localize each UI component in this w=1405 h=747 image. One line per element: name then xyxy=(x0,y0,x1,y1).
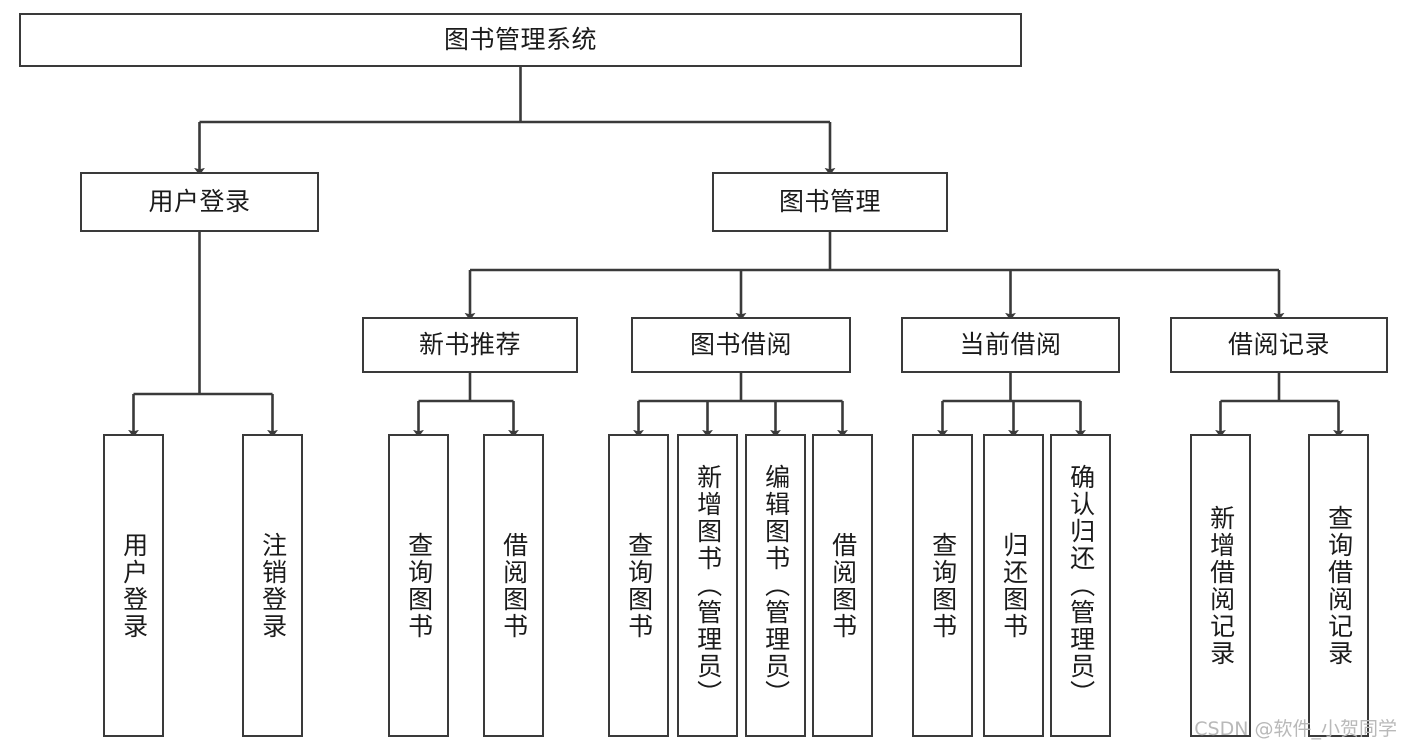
node-label: 图书借阅 xyxy=(689,330,792,360)
node-leaf-new-1[interactable]: 查询图书 xyxy=(388,434,449,737)
node-current[interactable]: 当前借阅 xyxy=(901,317,1120,373)
node-leaf-cur-1[interactable]: 查询图书 xyxy=(912,434,973,737)
node-borrow[interactable]: 图书借阅 xyxy=(631,317,851,373)
node-leaf-new-2[interactable]: 借阅图书 xyxy=(483,434,544,737)
node-leaf-login-2[interactable]: 注销登录 xyxy=(242,434,303,737)
node-label: 确认归还（管理员） xyxy=(1066,464,1096,707)
node-label: 用户登录 xyxy=(119,531,149,640)
node-leaf-bor-4[interactable]: 借阅图书 xyxy=(812,434,873,737)
node-label: 图书管理 xyxy=(778,187,881,217)
node-label: 借阅记录 xyxy=(1227,330,1330,360)
node-newbook[interactable]: 新书推荐 xyxy=(362,317,578,373)
node-leaf-login-1[interactable]: 用户登录 xyxy=(103,434,164,737)
node-label: 查询图书 xyxy=(404,531,434,640)
node-leaf-cur-2[interactable]: 归还图书 xyxy=(983,434,1044,737)
node-leaf-rec-1[interactable]: 新增借阅记录 xyxy=(1190,434,1251,737)
node-label: 编辑图书（管理员） xyxy=(761,464,791,707)
node-leaf-cur-3[interactable]: 确认归还（管理员） xyxy=(1050,434,1111,737)
node-label: 查询借阅记录 xyxy=(1324,504,1354,667)
node-label: 新增图书（管理员） xyxy=(693,464,723,707)
node-label: 借阅图书 xyxy=(499,531,529,640)
node-label: 注销登录 xyxy=(258,531,288,640)
node-bookmgmt[interactable]: 图书管理 xyxy=(712,172,948,232)
node-leaf-rec-2[interactable]: 查询借阅记录 xyxy=(1308,434,1369,737)
csdn-watermark: CSDN @软件_小贺同学 xyxy=(1194,718,1397,740)
node-leaf-bor-3[interactable]: 编辑图书（管理员） xyxy=(745,434,806,737)
node-label: 新书推荐 xyxy=(418,330,521,360)
node-label: 归还图书 xyxy=(999,531,1029,640)
node-label: 图书管理系统 xyxy=(443,25,597,55)
node-label: 借阅图书 xyxy=(828,531,858,640)
node-label: 当前借阅 xyxy=(959,330,1062,360)
node-login[interactable]: 用户登录 xyxy=(80,172,319,232)
node-label: 查询图书 xyxy=(624,531,654,640)
node-leaf-bor-1[interactable]: 查询图书 xyxy=(608,434,669,737)
node-label: 新增借阅记录 xyxy=(1206,504,1236,667)
node-records[interactable]: 借阅记录 xyxy=(1170,317,1388,373)
node-leaf-bor-2[interactable]: 新增图书（管理员） xyxy=(677,434,738,737)
node-label: 用户登录 xyxy=(148,187,251,217)
node-root[interactable]: 图书管理系统 xyxy=(19,13,1022,67)
node-label: 查询图书 xyxy=(928,531,958,640)
